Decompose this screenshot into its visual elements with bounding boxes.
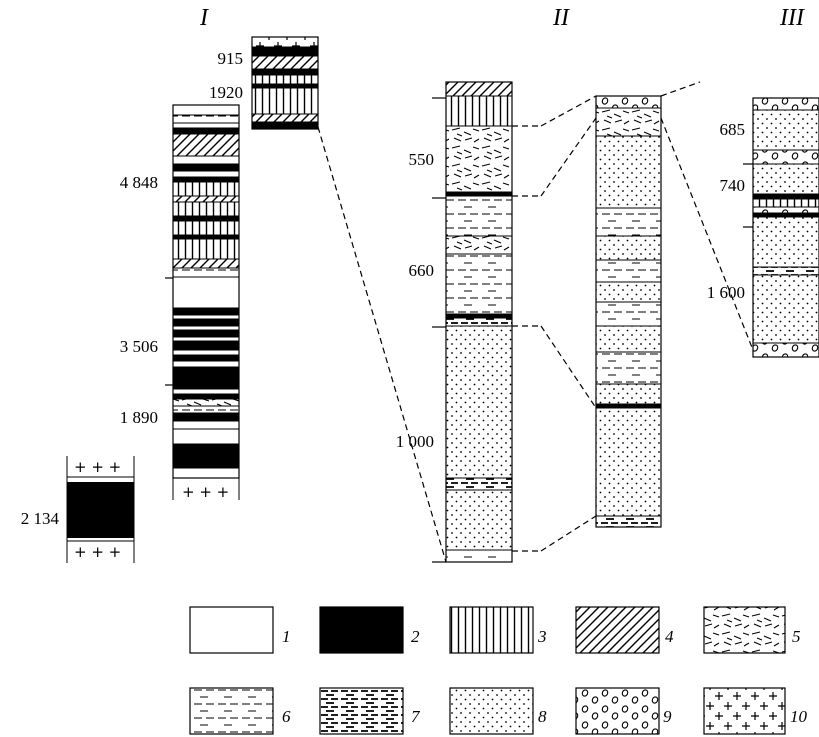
column-title-iii: III [779, 5, 805, 31]
label-915: 915 [218, 49, 244, 68]
svg-text:+ + +: + + + [182, 483, 229, 501]
column-ii-right [596, 96, 661, 527]
legend-number: 10 [790, 707, 808, 726]
column-iii [753, 98, 819, 357]
svg-text:+ + +: + + + [74, 458, 121, 476]
label-1600: 1 600 [707, 283, 745, 302]
column-title-i: I [199, 5, 209, 31]
label-550: 550 [409, 150, 435, 169]
label-660: 660 [409, 261, 435, 280]
column-title-ii: II [552, 5, 570, 31]
legend-number: 7 [411, 707, 421, 726]
legend-item-3: 3 [450, 607, 547, 653]
legend-item-5: 5 [704, 607, 801, 653]
column-i-main: + + + [173, 105, 239, 501]
correlation-lines [318, 82, 753, 562]
label-685: 685 [720, 120, 746, 139]
label-3506: 3 506 [120, 337, 158, 356]
legend-item-10: 10 [704, 688, 808, 734]
legend-number: 4 [665, 627, 674, 646]
legend-number: 5 [792, 627, 801, 646]
column-iii-ticks [743, 164, 753, 227]
legend-item-4: 4 [576, 607, 674, 653]
legend-number: 2 [411, 627, 420, 646]
legend-item-9: 9 [576, 688, 672, 734]
legend-item-7: 7 [320, 688, 421, 734]
legend-number: 3 [537, 627, 547, 646]
label-1920: 1920 [209, 83, 243, 102]
legend: 1 2 3 4 5 6 7 8 [190, 607, 808, 734]
svg-text:+ + +: + + + [74, 543, 121, 561]
legend-number: 8 [538, 707, 547, 726]
column-i-left-block: + + + + + + [67, 456, 134, 563]
column-ii-left-ticks [432, 98, 446, 562]
label-1890: 1 890 [120, 408, 158, 427]
column-ii-left [446, 82, 512, 562]
legend-item-8: 8 [450, 688, 547, 734]
legend-number: 9 [663, 707, 672, 726]
legend-number: 1 [282, 627, 291, 646]
label-1000: 1 000 [396, 432, 434, 451]
label-2134: 2 134 [21, 509, 60, 528]
label-740: 740 [720, 176, 746, 195]
column-i-ticks [165, 278, 173, 385]
column-i-upper-block [252, 37, 318, 129]
legend-number: 6 [282, 707, 291, 726]
legend-item-1: 1 [190, 607, 291, 653]
legend-item-6: 6 [190, 688, 291, 734]
label-4848: 4 848 [120, 173, 158, 192]
legend-item-2: 2 [320, 607, 420, 653]
